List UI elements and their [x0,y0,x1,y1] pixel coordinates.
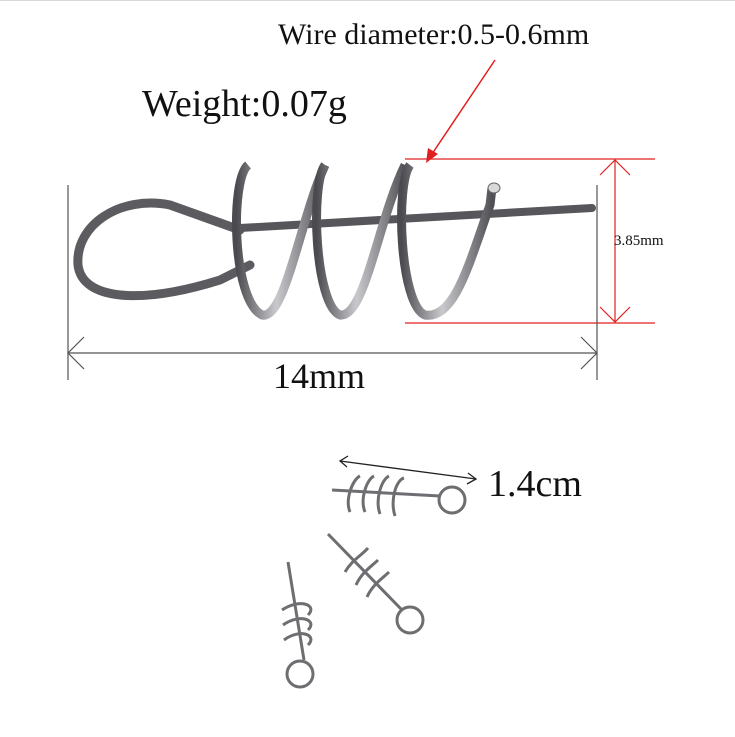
height-label: 3.85mm [614,233,664,249]
length-dimension [67,185,598,380]
small-length-arrow [338,455,478,485]
height-dimension [405,158,655,324]
weight-label: Weight:0.07g [142,83,347,125]
wire-diameter-arrow [426,59,496,163]
small-spring-2 [326,532,425,635]
large-spring-illustration [73,161,596,320]
small-length-label: 1.4cm [488,463,582,505]
length-label: 14mm [273,356,366,396]
wire-diameter-label: Wire diameter:0.5-0.6mm [278,18,590,51]
small-spring-1 [331,474,467,517]
top-border [0,0,735,1]
small-spring-3 [281,561,315,689]
